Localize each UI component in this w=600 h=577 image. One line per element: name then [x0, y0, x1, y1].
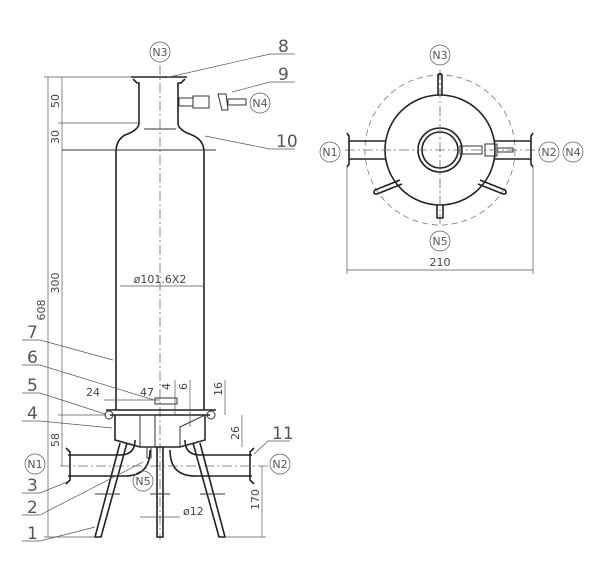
dim-neck: 50: [49, 94, 62, 108]
part-label-7: 7: [27, 323, 38, 343]
dim-16: 16: [212, 382, 225, 396]
dim-shoulder: 30: [49, 130, 62, 144]
leader-lines: [22, 53, 295, 542]
part-label-5: 5: [27, 376, 38, 396]
dim-body: 300: [49, 273, 62, 294]
nozzle-n2-top: N2: [541, 146, 556, 159]
dim-diameter: ø101.6X2: [134, 273, 187, 286]
part-label-11: 11: [272, 424, 294, 444]
center-rod: [156, 447, 164, 538]
dim-170: 170: [249, 489, 262, 510]
nozzle-n1-front: N1: [27, 458, 42, 471]
dim-rod: ø12: [183, 505, 204, 518]
nozzle-n5-front: N5: [135, 475, 150, 488]
nozzle-n4-top: N4: [565, 146, 580, 159]
front-view: 608 50 30 300 58 ø101.6X2 24 47 4 6 16 2…: [22, 37, 298, 544]
nozzle-n3-front: N3: [152, 46, 167, 59]
part-label-1: 1: [27, 524, 38, 544]
dim-6: 6: [177, 383, 190, 390]
part-label-9: 9: [278, 65, 289, 85]
dim-4: 4: [160, 383, 173, 390]
clamp-bolt-right: [206, 410, 216, 420]
seal-6: [154, 397, 178, 405]
dim-base: 58: [49, 433, 62, 447]
part-label-2: 2: [27, 498, 38, 518]
part-label-3: 3: [27, 476, 38, 496]
inlet-pipe: [68, 439, 151, 477]
part-label-10: 10: [276, 132, 298, 152]
nozzle-n3-top: N3: [432, 49, 447, 62]
top-pipes: [346, 132, 534, 168]
part-label-6: 6: [27, 348, 38, 368]
part-label-4: 4: [27, 404, 38, 424]
dim-47: 47: [140, 386, 154, 399]
sampling-valve: [178, 93, 247, 111]
nozzle-n4-front: N4: [252, 97, 267, 110]
dim-24: 24: [86, 386, 100, 399]
nozzle-n5-top: N5: [432, 235, 447, 248]
dim-overall-height: 608: [35, 300, 48, 321]
nozzle-n1-top: N1: [322, 146, 337, 159]
outlet-pipe: [169, 439, 252, 477]
nozzle-n2-front: N2: [272, 458, 287, 471]
dimension-lines: [44, 76, 266, 538]
dim-26: 26: [229, 426, 242, 440]
part-label-8: 8: [278, 37, 289, 57]
top-view: 210 N3 N5 N1 N2 N4: [319, 44, 584, 274]
legs: [93, 442, 227, 538]
dim-210: 210: [430, 256, 451, 269]
